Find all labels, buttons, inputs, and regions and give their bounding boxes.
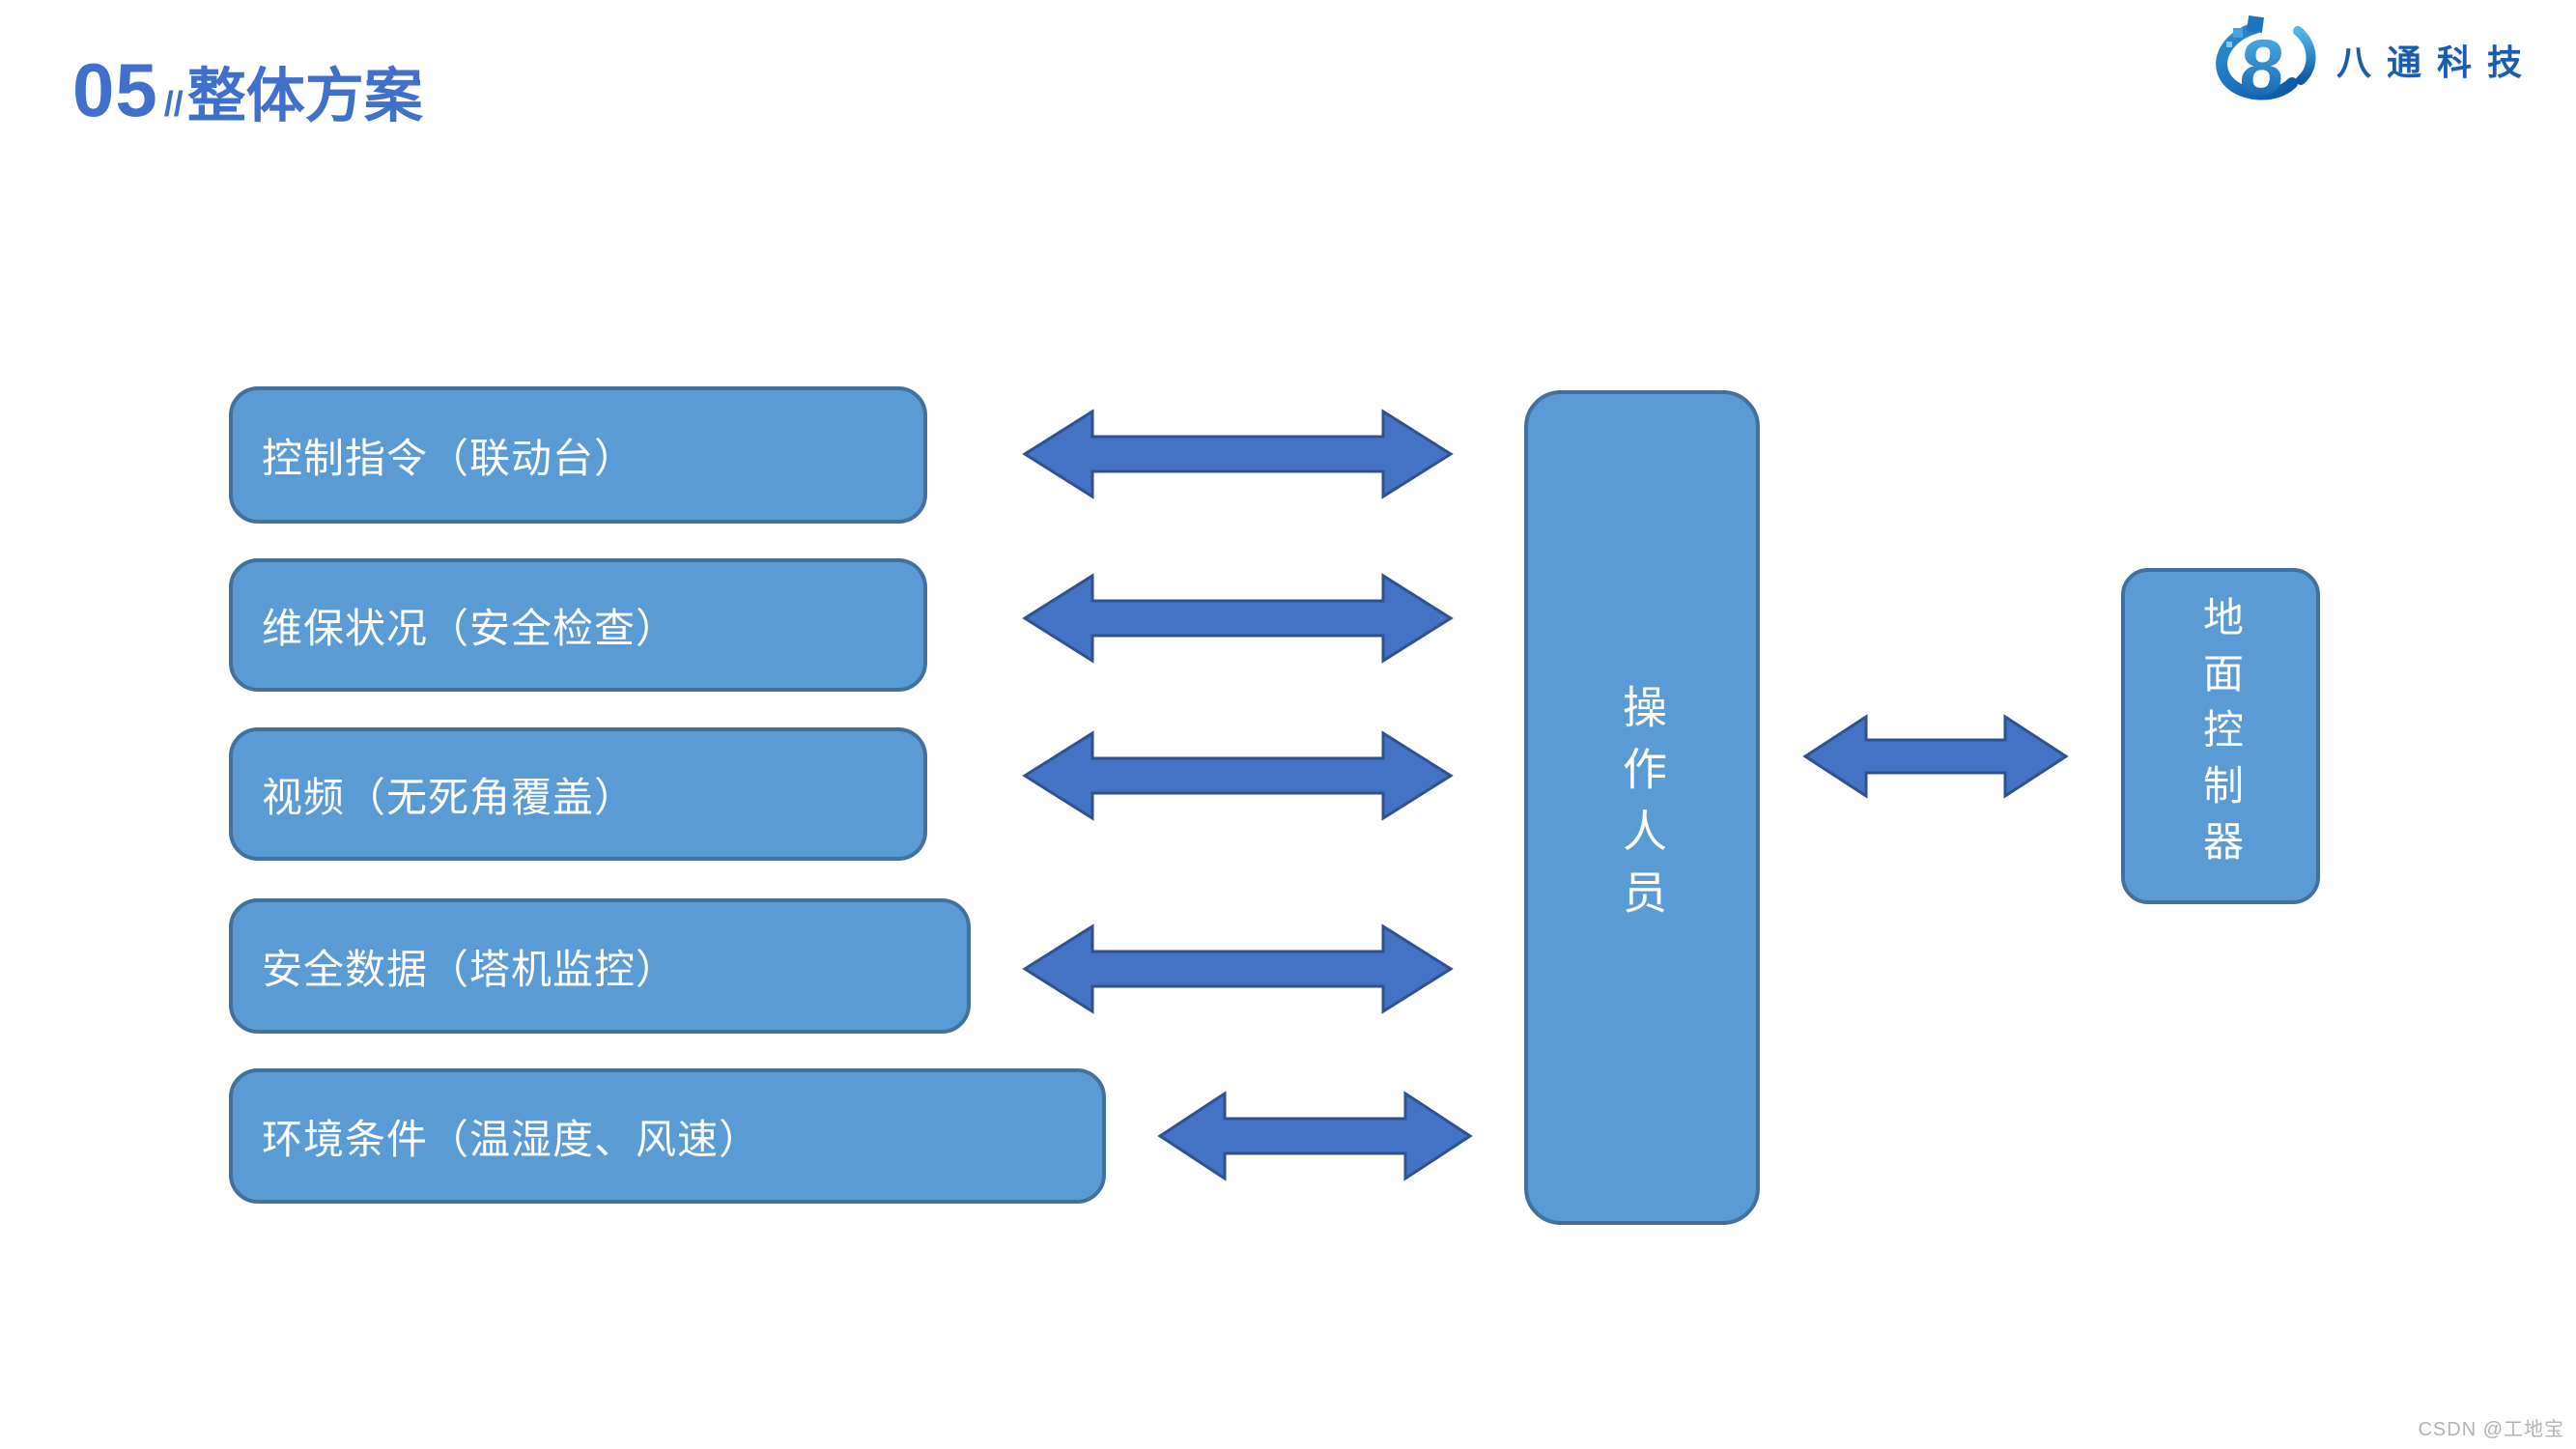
source-box-label: 控制指令（联动台）	[262, 435, 637, 481]
page-title-text: 整体方案	[186, 63, 423, 128]
bidirectional-arrow-environment	[1157, 1090, 1473, 1182]
operator-box: 操作人员	[1524, 390, 1760, 1225]
bidirectional-arrow-maintenance-status	[1022, 572, 1454, 665]
source-box-control-command: 控制指令（联动台）	[229, 386, 927, 524]
page-title: 05 // 整体方案	[72, 46, 423, 134]
operator-box-label: 操作人员	[1617, 684, 1667, 931]
company-logo: 8 八通科技	[2215, 14, 2537, 106]
bidirectional-arrow-video	[1022, 729, 1454, 822]
watermark: CSDN @工地宝	[2418, 1419, 2564, 1440]
page-title-separator: //	[163, 84, 184, 124]
company-name: 八通科技	[2335, 43, 2537, 82]
ground-controller-box-label: 地面控制器	[2197, 596, 2244, 876]
source-box-maintenance-status: 维保状况（安全检查）	[229, 558, 927, 692]
bidirectional-arrow-safety-data	[1022, 923, 1454, 1015]
source-box-label: 维保状况（安全检查）	[262, 605, 678, 651]
batong-8-logo-icon: 8	[2216, 14, 2316, 106]
bidirectional-arrow-control-command	[1022, 408, 1454, 500]
source-box-label: 视频（无死角覆盖）	[262, 774, 637, 820]
page-title-number: 05	[72, 47, 158, 132]
svg-text:8: 8	[2237, 24, 2287, 106]
bidirectional-arrow-ground-controller	[1802, 713, 2069, 800]
source-box-safety-data: 安全数据（塔机监控）	[229, 898, 971, 1034]
source-box-label: 安全数据（塔机监控）	[262, 946, 678, 992]
ground-controller-box: 地面控制器	[2121, 568, 2320, 904]
source-box-environment: 环境条件（温湿度、风速）	[229, 1068, 1106, 1204]
source-box-label: 环境条件（温湿度、风速）	[262, 1116, 761, 1162]
source-box-video: 视频（无死角覆盖）	[229, 727, 927, 861]
